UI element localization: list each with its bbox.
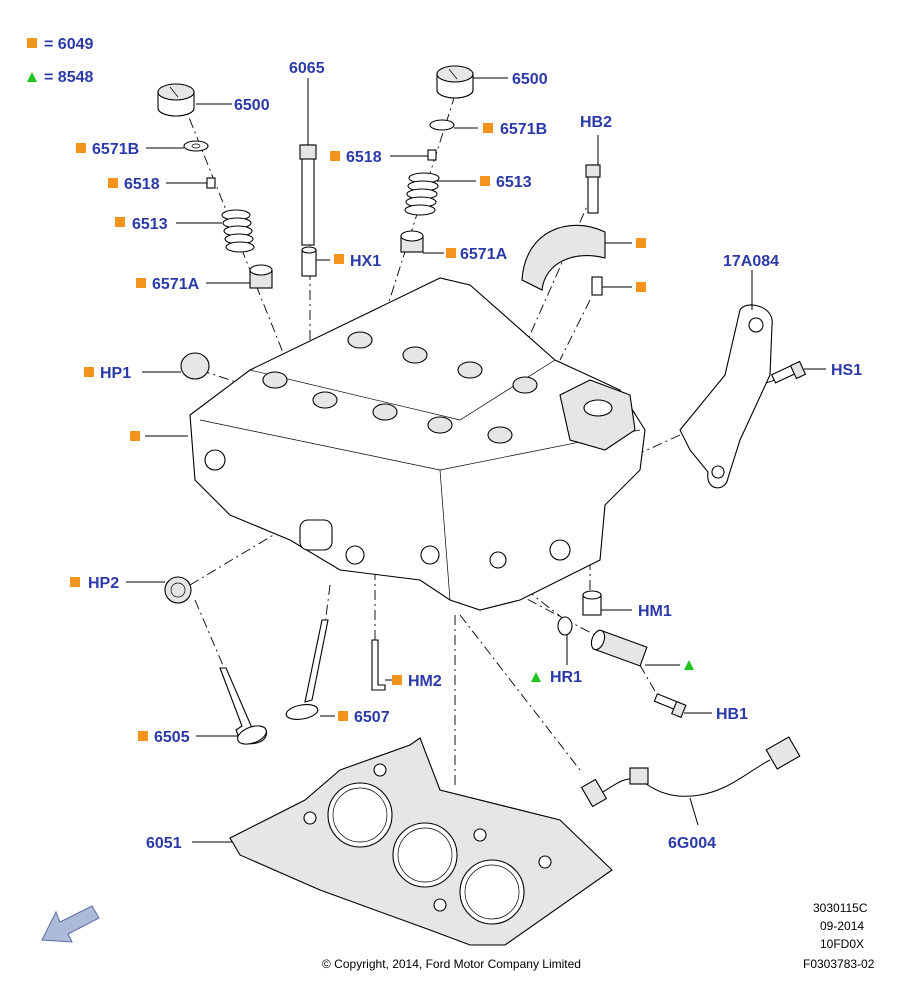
oring-hr1 [557,616,573,636]
marker-square-icon [84,367,94,377]
label-6513-left: 6513 [132,216,168,233]
copyright: © Copyright, 2014, Ford Motor Company Li… [322,957,581,971]
left-valve-stack [157,83,273,289]
sensor-6g004 [580,736,801,808]
marker-square-icon [338,711,348,721]
label-hb2: HB2 [580,114,612,131]
marker-square-icon [70,577,80,587]
bearing-dowel [591,276,603,296]
diagram-meta: 3030115C 09-2014 10FD0X F0303783-02 © Co… [322,901,875,971]
bracket-17a084 [679,304,773,489]
keeper-left [206,177,216,189]
bolt-hs1 [770,360,807,384]
label-6513-center: 6513 [496,174,532,191]
marker-square-icon [138,731,148,741]
seal-left [249,264,273,289]
retainer-center [429,119,455,131]
tappet-left [157,83,195,117]
diagram-model: 10FD0X [820,937,864,951]
label-hr1: HR1 [550,669,582,686]
label-hm2: HM2 [408,673,442,690]
marker-triangle-icon [684,660,694,670]
label-hb1: HB1 [716,706,748,723]
triangle-markers [531,660,694,682]
plug-hp2 [164,576,192,604]
label-hp1: HP1 [100,365,131,382]
head-gasket [229,737,613,946]
direction-arrow-icon [41,905,100,943]
bracket-group [679,304,807,489]
bearing-cap [521,224,606,291]
marker-square-icon [636,282,646,292]
callout-labels: 6500 6571B 6518 6513 6571A 6065 HX1 6500… [88,60,862,852]
tappet-center [436,65,474,99]
label-6507: 6507 [354,709,390,726]
marker-square-icon [636,238,646,248]
label-6500-left: 6500 [234,97,270,114]
leader-lines [126,77,826,843]
marker-square-icon [108,178,118,188]
marker-square-icon [130,431,140,441]
stud-group [299,144,317,277]
pin-hm2 [371,639,386,691]
marker-square-icon [76,143,86,153]
bolt-hb1 [653,693,687,719]
diagram-code: 3030115C [813,901,868,915]
cylinder-head [189,277,646,611]
plug-hp1 [180,352,210,380]
marker-square-icon [334,254,344,264]
marker-square-icon [330,151,340,161]
marker-square-icon [446,248,456,258]
spring-left [221,209,255,253]
label-6518-center: 6518 [346,149,382,166]
label-hx1: HX1 [350,253,381,270]
spring-center [404,172,440,216]
label-6051: 6051 [146,835,182,852]
label-hs1: HS1 [831,362,862,379]
diagram-ref: F0303783-02 [803,957,875,971]
label-6571b-left: 6571B [92,141,139,158]
marker-square-icon [483,123,493,133]
valve-6505 [219,667,267,745]
keeper-center [427,149,437,161]
label-6571b-center: 6571B [500,121,547,138]
actuator [590,629,648,667]
seal-center [400,230,424,253]
marker-triangle-icon [531,672,541,682]
dowel-hx1 [301,246,317,277]
retainer-left [183,140,209,152]
label-6571a-left: 6571A [152,276,200,293]
legend-square-icon [27,38,37,48]
label-6065: 6065 [289,60,325,77]
center-valve-stack [400,65,474,253]
label-6505: 6505 [154,729,190,746]
label-hp2: HP2 [88,575,119,592]
label-6571a-center: 6571A [460,246,508,263]
marker-square-icon [480,176,490,186]
label-6g004: 6G004 [668,835,716,852]
diagram-date: 09-2014 [820,919,864,933]
label-6518-left: 6518 [124,176,160,193]
label-17a084: 17A084 [723,253,779,270]
legend-square-text: = 6049 [44,36,93,53]
marker-square-icon [115,217,125,227]
callout-markers [70,123,646,741]
sleeve-hm1 [582,590,602,616]
legend-triangle-text: = 8548 [44,69,93,86]
valve-6507 [285,619,329,720]
legend-triangle-icon [27,72,37,82]
bearing-cap-group [521,164,606,296]
legend: = 6049 = 8548 [27,36,93,86]
label-6500-center: 6500 [512,71,548,88]
marker-square-icon [392,675,402,685]
marker-square-icon [136,278,146,288]
label-hm1: HM1 [638,603,672,620]
